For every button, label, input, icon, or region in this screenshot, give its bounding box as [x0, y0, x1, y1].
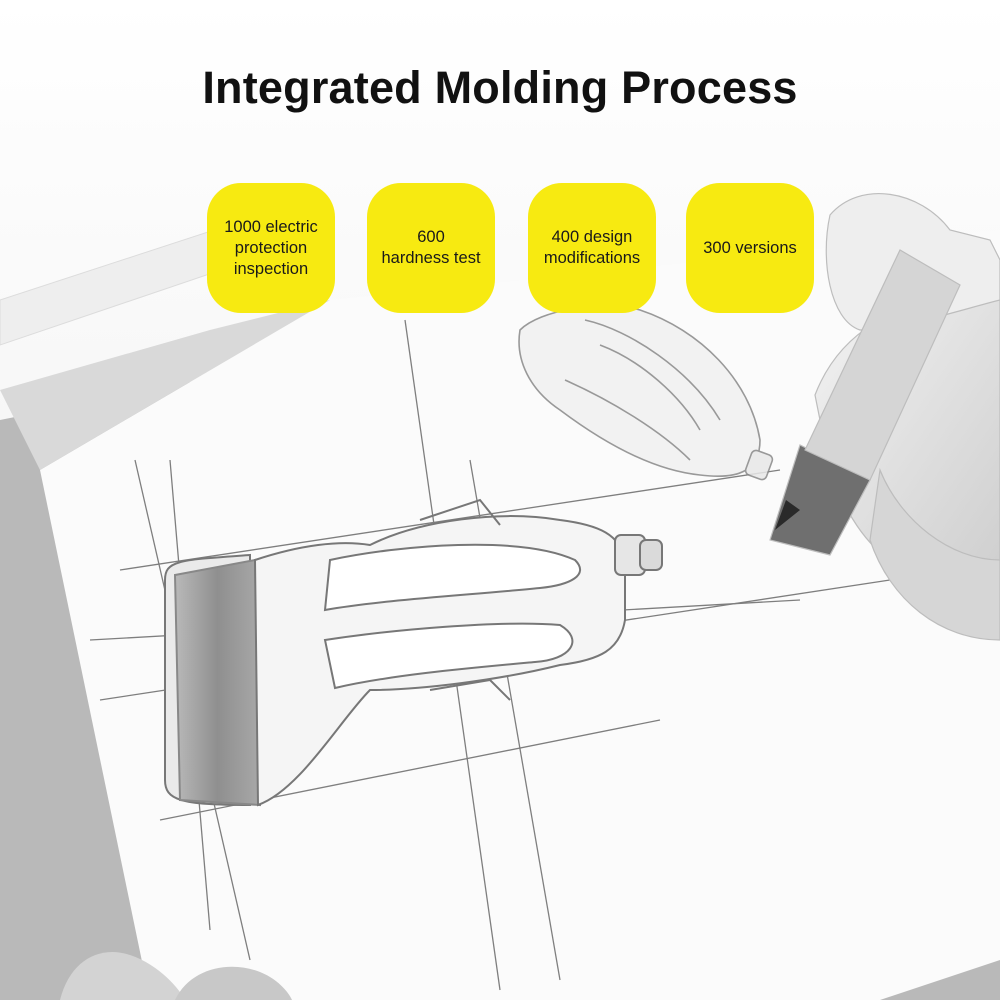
badge-design-modifications: 400 design modifications — [528, 183, 656, 313]
badge-versions: 300 versions — [686, 183, 814, 313]
badge-electric-protection: 1000 electric protection inspection — [207, 183, 335, 313]
page-title: Integrated Molding Process — [202, 62, 798, 113]
badge-hardness-test: 600 hardness test — [367, 183, 495, 313]
badge-label: 600 hardness test — [381, 228, 481, 267]
charger-sketch-small — [518, 305, 774, 481]
pencil-hand — [769, 193, 1000, 641]
badge-label: 300 versions — [703, 238, 797, 257]
badge-label: 1000 electric protection inspection — [224, 217, 318, 278]
charger-main — [164, 498, 663, 807]
badge-label: 400 design modifications — [543, 228, 641, 267]
